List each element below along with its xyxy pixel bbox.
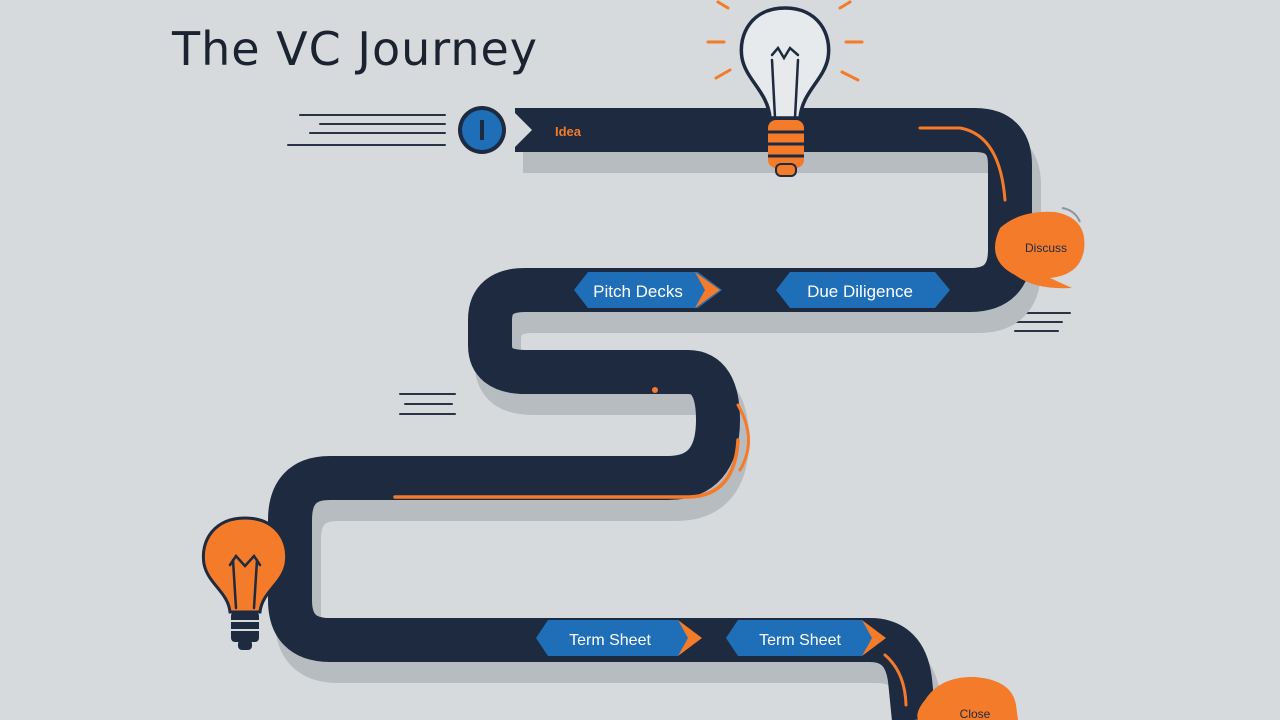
milestone-pill-2[interactable]: Due Diligence bbox=[776, 272, 950, 308]
milestone-pill-4[interactable]: Term Sheet bbox=[726, 620, 886, 656]
start-arrow bbox=[512, 110, 532, 150]
speed-lines-middle bbox=[399, 393, 456, 415]
start-label: Idea bbox=[555, 124, 582, 139]
speech-bubble bbox=[995, 207, 1085, 289]
speech-bubble bbox=[917, 676, 1018, 720]
road-dot bbox=[652, 387, 658, 393]
bubble-label-1: Discuss bbox=[1025, 241, 1067, 255]
lightbulb-icon bbox=[706, 0, 864, 177]
road-accent-bottom bbox=[883, 653, 908, 707]
milestone-label-1: Pitch Decks bbox=[593, 282, 683, 301]
milestone-pill-1[interactable]: Pitch Decks bbox=[574, 272, 722, 308]
bubble-label-2: Close bbox=[960, 707, 991, 720]
road-accent-middle bbox=[393, 438, 740, 499]
milestone-label-3: Term Sheet bbox=[569, 632, 651, 649]
road-accent-top bbox=[918, 126, 1007, 202]
milestone-pill-3[interactable]: Term Sheet bbox=[536, 620, 702, 656]
page-title: The VC Journey bbox=[172, 22, 539, 76]
lightbulb-icon bbox=[201, 516, 289, 650]
milestone-label-4: Term Sheet bbox=[759, 632, 841, 649]
journey-road bbox=[268, 108, 1032, 720]
info-icon bbox=[480, 120, 484, 140]
road-accent-curve bbox=[736, 403, 750, 472]
speed-lines-top bbox=[287, 114, 446, 146]
milestone-label-2: Due Diligence bbox=[807, 282, 913, 301]
